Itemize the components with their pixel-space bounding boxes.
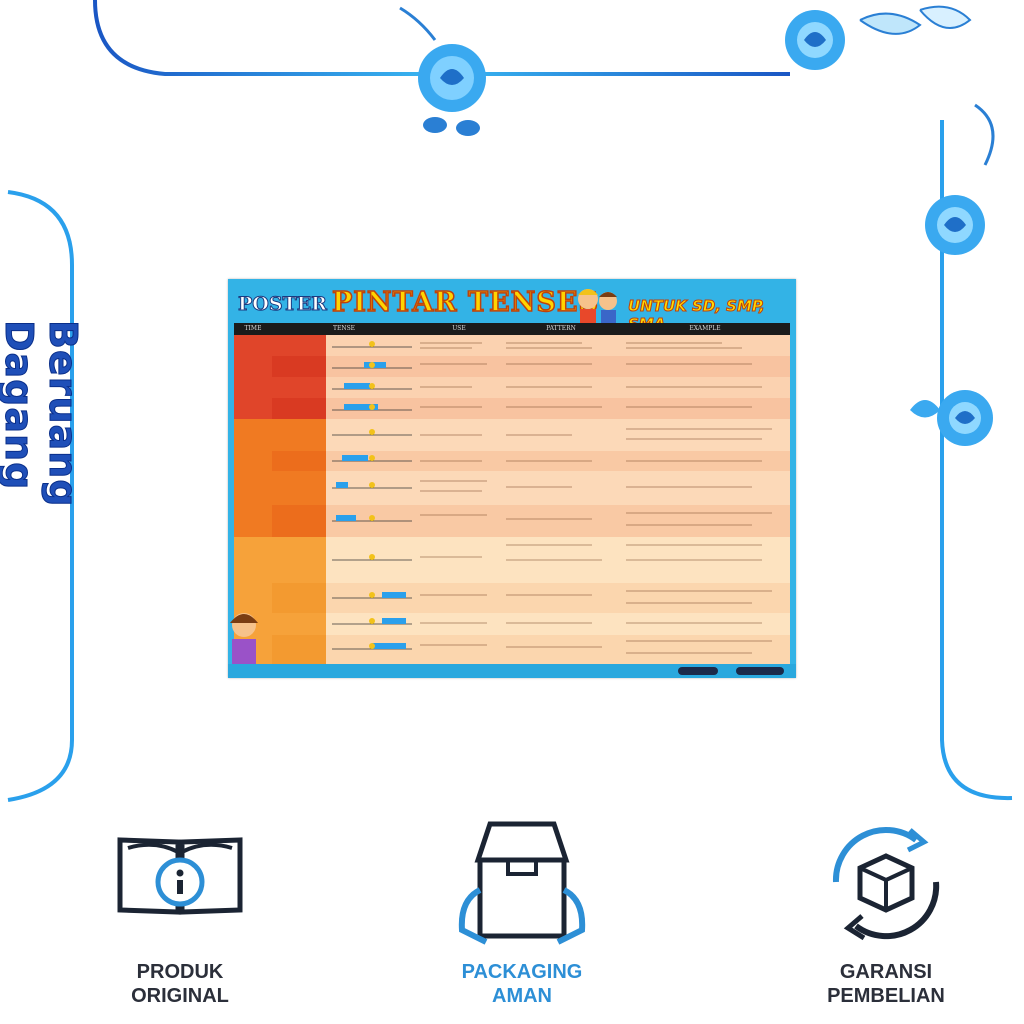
col-use: USE [416,323,502,335]
poster-footer [228,664,796,678]
group-present [234,335,272,419]
kids-illustration-icon [578,289,617,323]
poster-title-small: POSTER [238,293,328,316]
poster-image: POSTER PINTAR TENSES UNTUK SD, SMP, SMA … [228,279,796,678]
feature-original-line2: ORIGINAL [131,985,229,1007]
rose-right-icon [925,103,995,255]
box-in-hands-icon [458,821,586,945]
poster-header: POSTER PINTAR TENSES UNTUK SD, SMP, SMA [228,279,796,333]
poster-title-big: PINTAR TENSES [331,286,599,319]
open-book-info-icon [117,837,243,915]
feature-guarantee-line2: PEMBELIAN [827,985,945,1007]
rose-right-mid-icon [910,390,993,446]
col-time: TIME [234,323,272,335]
brand-text: Beruang Dagang [0,320,86,508]
feature-packaging: PACKAGING AMAN [422,820,622,1008]
footer-badge-2 [736,667,784,675]
feature-guarantee: GARANSI PEMBELIAN [786,820,986,1008]
group-past [234,419,272,537]
feature-packaging-line1: PACKAGING [461,961,583,983]
rose-topright-icon [785,5,972,70]
col-example: EXAMPLE [620,323,790,335]
footer-badge-1 [678,667,718,675]
feature-original-line1: PRODUK [136,961,224,983]
col-tense: TENSE [272,323,416,335]
col-pattern: PATTERN [502,323,620,335]
rose-top-icon [399,6,486,136]
girl-illustration-icon [230,613,258,665]
feature-packaging-line2: AMAN [492,985,552,1007]
feature-original: PRODUK ORIGINAL [80,820,280,1008]
box-cycle-icon [832,826,940,941]
feature-guarantee-line1: GARANSI [839,961,933,983]
tense-table [272,335,790,664]
brand-vertical-label: Beruang Dagang [0,320,86,680]
